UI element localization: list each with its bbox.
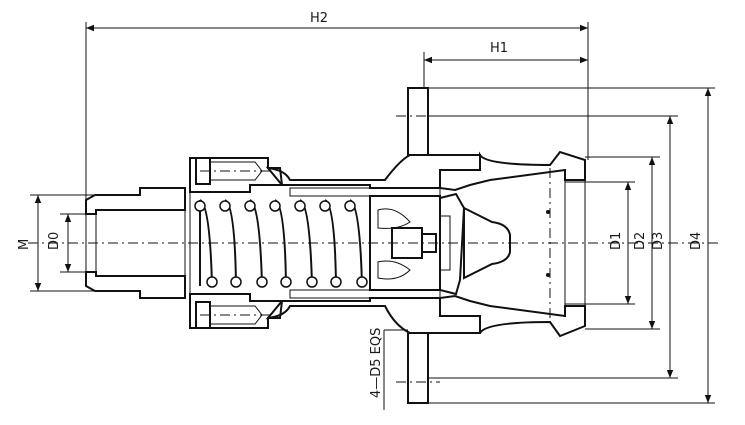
seal-ring xyxy=(439,192,466,296)
label-h1: H1 xyxy=(490,41,508,56)
flange-bolt-centerlines xyxy=(396,115,440,383)
outlet-bore xyxy=(546,168,586,320)
label-m: M xyxy=(17,239,32,250)
label-d4: D4 xyxy=(689,232,704,250)
dimension-d0: D0 xyxy=(47,213,96,273)
dimension-m: M xyxy=(17,194,95,292)
label-d1: D1 xyxy=(609,232,624,250)
dimension-h2: H2 xyxy=(85,11,589,200)
body-upper-half xyxy=(85,87,586,215)
dimension-h1: H1 xyxy=(423,41,588,88)
dimension-d4: D4 xyxy=(428,87,715,404)
valve-poppet xyxy=(463,206,511,280)
body-lower-half xyxy=(85,271,586,404)
dimension-d3: D3 xyxy=(428,115,678,379)
label-h2: H2 xyxy=(310,11,328,26)
label-d2: D2 xyxy=(633,232,648,250)
dimension-d1: D1 xyxy=(565,181,635,305)
dimension-d2: D2 xyxy=(585,156,660,330)
dimension-d5: 4—D5 EQS xyxy=(369,328,408,410)
label-d5: 4—D5 EQS xyxy=(369,328,384,398)
label-d3: D3 xyxy=(651,232,666,250)
spring xyxy=(194,199,368,288)
label-d0: D0 xyxy=(47,232,62,250)
inlet-bore xyxy=(85,192,191,294)
